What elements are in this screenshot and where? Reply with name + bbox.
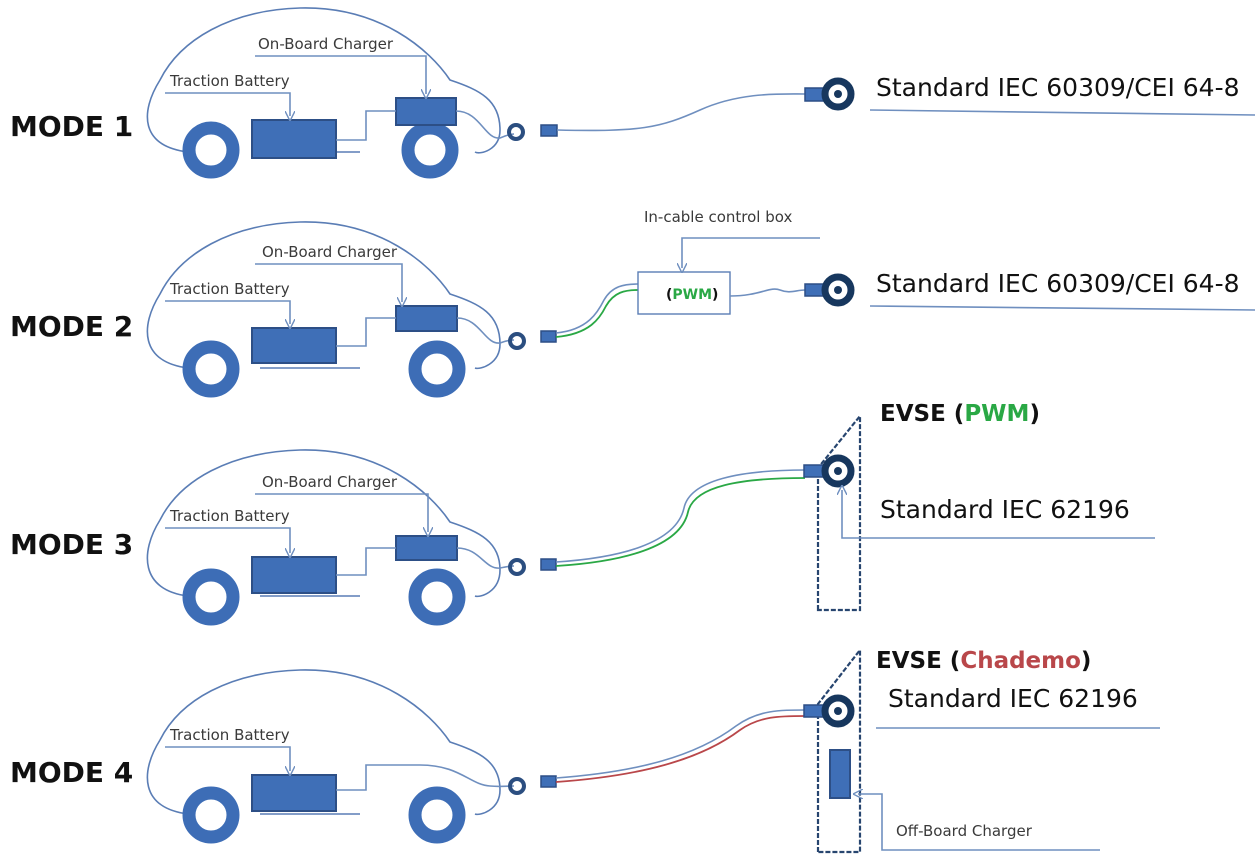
rear-wheel (182, 340, 240, 398)
mode-1-label: MODE 1 (10, 110, 133, 143)
battery-charger-wire (336, 317, 396, 347)
mode-4-row: MODE 4 EVSE (Chademo) Standard IEC 62196… (10, 646, 1160, 854)
mode-3-standard-label: Standard IEC 62196 (880, 495, 1130, 524)
charging-cable (729, 288, 806, 297)
traction-battery-block (251, 327, 337, 364)
front-wheel (408, 786, 466, 844)
front-wheel (401, 121, 459, 179)
control-box-pointer (682, 237, 820, 268)
mode-2-standard-label: Standard IEC 60309/CEI 64-8 (876, 269, 1240, 298)
control-box-label: In-cable control box (644, 208, 792, 226)
power-cable (555, 469, 806, 563)
supply-socket-pin (834, 286, 842, 294)
supply-socket-icon (821, 273, 855, 307)
evse-socket-pin (834, 707, 842, 715)
chademo-signal-cable (555, 715, 806, 783)
mode-3-row: MODE 3 EVSE (PWM) Standard IEC 62196 On-… (10, 401, 1155, 626)
off-board-charger-block (829, 749, 851, 799)
traction-battery-pointer (165, 300, 290, 324)
front-wheel (408, 340, 466, 398)
in-cable-control-box (637, 271, 731, 315)
evse-socket-icon (821, 694, 855, 728)
rear-wheel (182, 121, 240, 179)
on-board-charger-label: On-Board Charger (262, 243, 398, 261)
battery-charger-wire (336, 547, 396, 576)
pwm-signal-cable (555, 477, 806, 567)
supply-socket-icon (821, 77, 855, 111)
on-board-charger-block (395, 97, 457, 126)
charger-inlet-wire (455, 110, 515, 139)
standard-leader-line (869, 109, 1256, 116)
standard-leader-line (869, 305, 1256, 311)
off-board-charger-label: Off-Board Charger (896, 822, 1033, 840)
car-body-outline (146, 669, 501, 816)
battery-charger-wire (336, 110, 396, 141)
control-box-signal: (PWM) (666, 287, 718, 303)
traction-battery-label: Traction Battery (169, 507, 290, 525)
on-board-charger-block (395, 305, 458, 332)
mode-1-standard-label: Standard IEC 60309/CEI 64-8 (876, 73, 1240, 102)
vehicle-plug (540, 558, 557, 571)
charger-inlet-wire (456, 547, 515, 569)
standard-leader-line (842, 490, 1155, 539)
traction-battery-label: Traction Battery (169, 72, 290, 90)
traction-battery-label: Traction Battery (169, 726, 290, 744)
vehicle-inlet-icon (508, 777, 526, 795)
front-wheel (408, 568, 466, 626)
rear-wheel (182, 786, 240, 844)
traction-battery-pointer (165, 746, 290, 771)
battery-inlet-wire (336, 764, 515, 791)
power-cable (555, 709, 806, 779)
on-board-charger-pointer (255, 493, 428, 532)
charger-inlet-wire (456, 317, 515, 344)
traction-battery-block (251, 556, 337, 594)
evse-socket-pin (834, 467, 842, 475)
vehicle-plug (540, 124, 558, 137)
pwm-signal-cable (555, 289, 639, 338)
car-body-outline (146, 7, 501, 154)
mode-2-label: MODE 2 (10, 310, 133, 343)
vehicle-inlet-icon (508, 332, 526, 350)
traction-battery-pointer (165, 527, 290, 553)
on-board-charger-block (395, 535, 458, 561)
vehicle-inlet-icon (508, 558, 526, 576)
vehicle-inlet-icon (507, 123, 525, 141)
traction-battery-pointer (165, 92, 290, 116)
vehicle-plug (540, 330, 557, 343)
off-board-charger-pointer (858, 794, 1100, 851)
power-cable (555, 283, 639, 334)
evse-station (816, 412, 862, 612)
mode-2-row: MODE 2 (PWM) In-cable control box Standa… (10, 208, 1256, 398)
traction-battery-label: Traction Battery (169, 280, 290, 298)
charging-cable (556, 93, 806, 132)
on-board-charger-pointer (255, 263, 402, 302)
mode-4-label: MODE 4 (10, 756, 133, 789)
rear-wheel (182, 568, 240, 626)
mode-4-standard-label: Standard IEC 62196 (888, 684, 1138, 713)
vehicle-plug (540, 775, 557, 788)
on-board-charger-pointer (255, 55, 426, 94)
evse-chademo-label: EVSE (Chademo) (876, 648, 1091, 674)
on-board-charger-label: On-Board Charger (262, 473, 398, 491)
traction-battery-block (251, 774, 337, 812)
supply-socket-pin (834, 90, 842, 98)
on-board-charger-label: On-Board Charger (258, 35, 394, 53)
car-body-outline (146, 221, 501, 370)
mode-3-label: MODE 3 (10, 528, 133, 561)
evse-pwm-label: EVSE (PWM) (880, 401, 1040, 427)
traction-battery-block (251, 119, 337, 159)
evse-socket-icon (821, 454, 855, 488)
mode-1-row: MODE 1 Standard IEC 60309/CEI 64-8 On-Bo… (10, 7, 1256, 179)
